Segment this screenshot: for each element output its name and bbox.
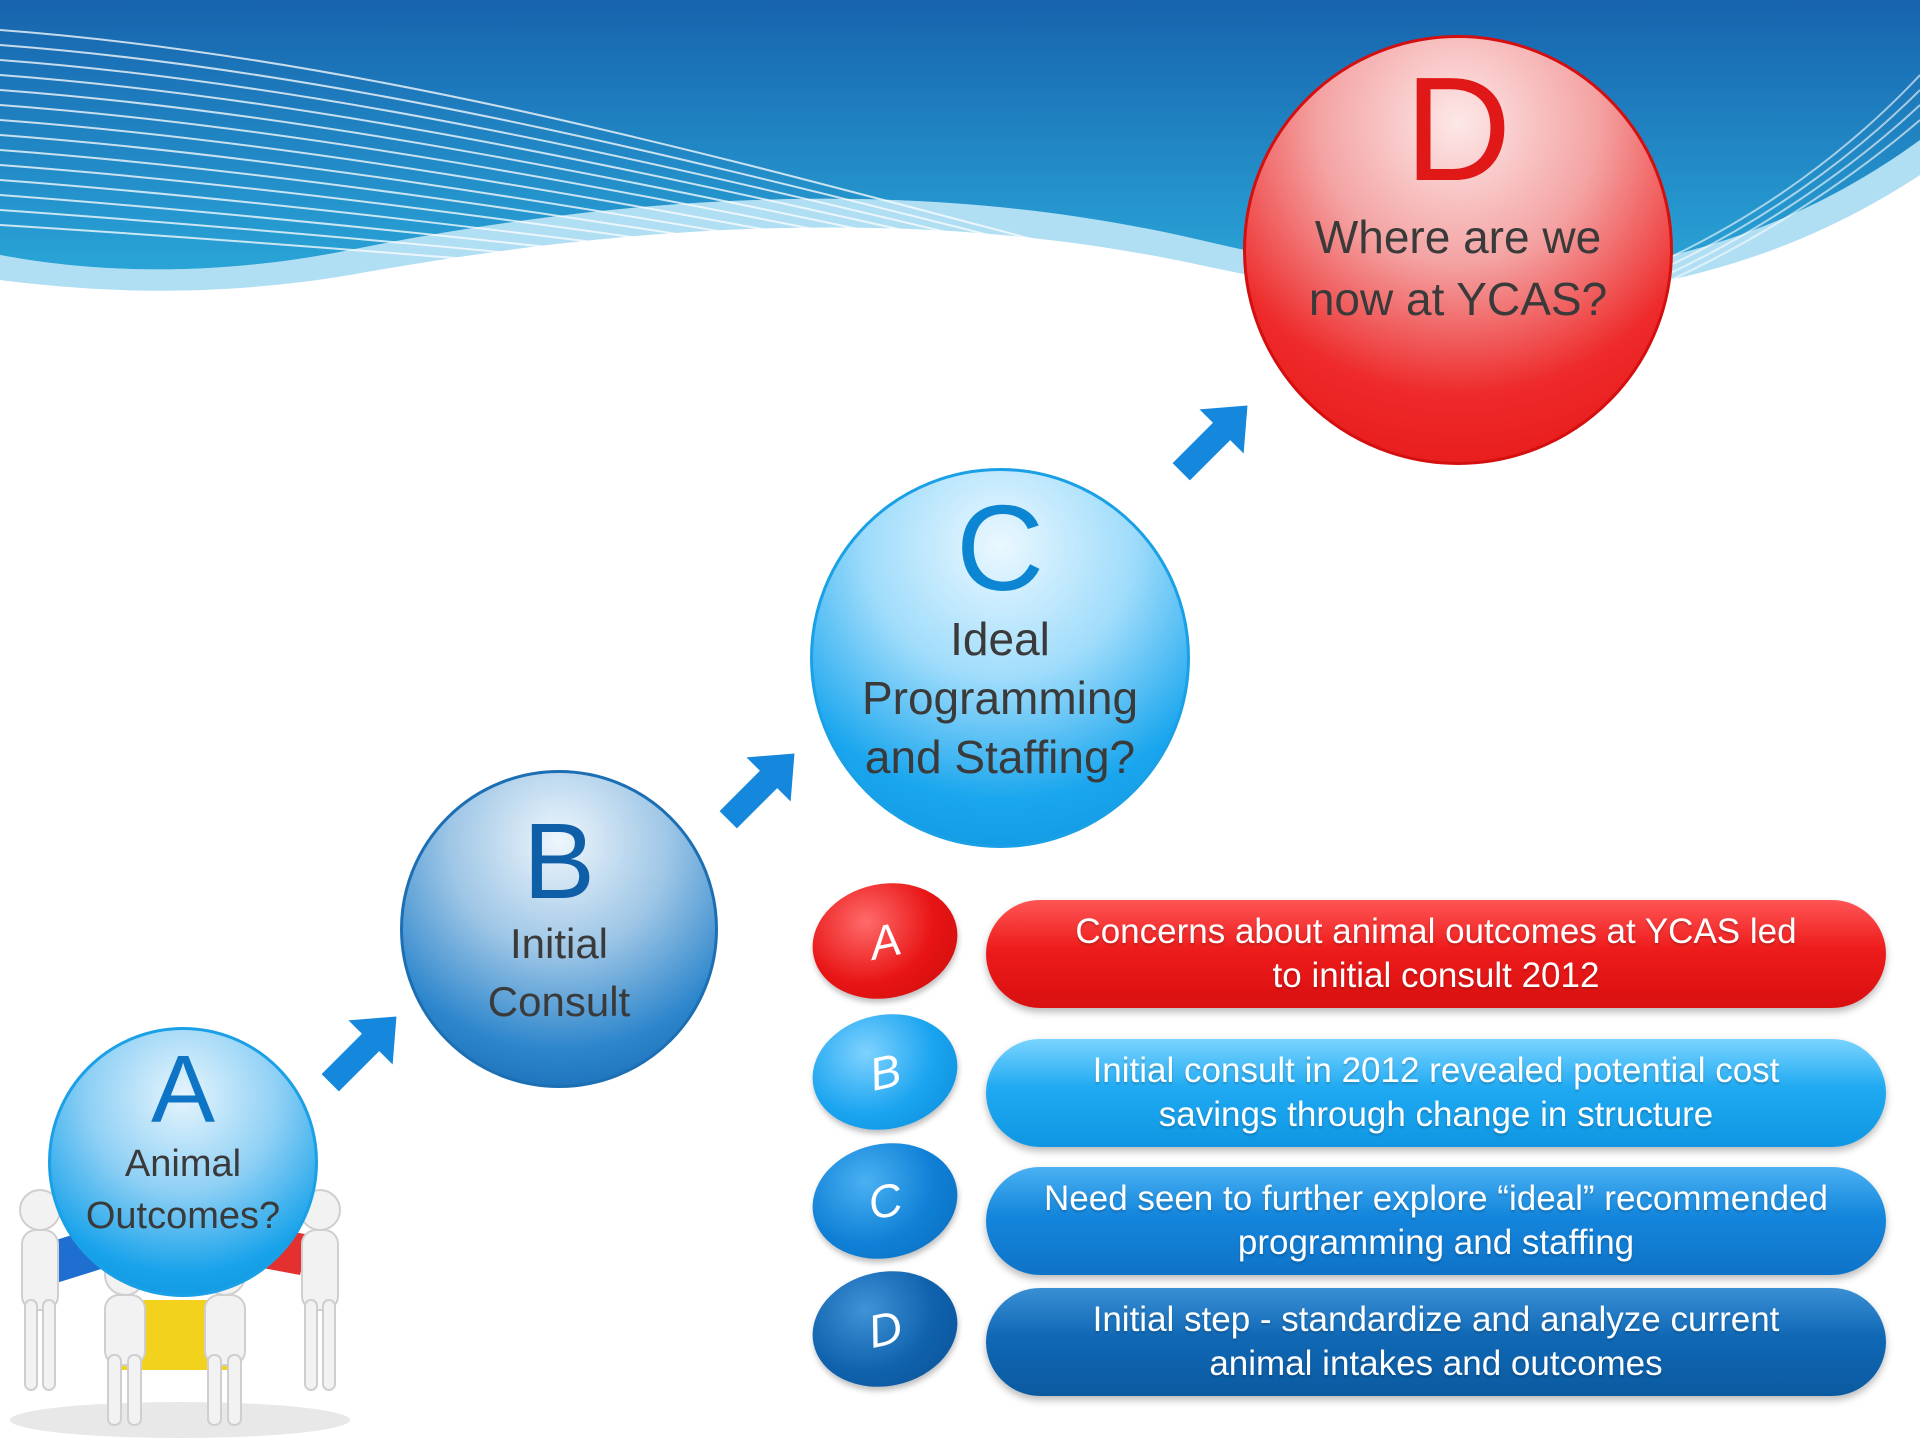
circle-a-line2: Outcomes? [85,1195,281,1237]
arrow-a-to-b-icon [321,1016,397,1092]
step-a-text-line2: to initial consult 2012 [1272,956,1600,995]
circle-b-letter: B [522,800,596,921]
step-b-badge-letter: B [864,1043,906,1101]
circle-a-line1: Animal [124,1143,242,1185]
circle-c-ideal-programming: C Ideal Programming and Staffing? [810,468,1190,848]
circle-a-animal-outcomes: A Animal Outcomes? [48,1027,318,1297]
circle-c-line1: Ideal [950,613,1050,665]
circle-b-line2: Consult [487,978,631,1025]
arrow-c-to-d-icon [1172,405,1248,481]
circle-b-line1: Initial [509,920,609,967]
step-c-bar: Need seen to further explore “ideal” rec… [986,1167,1886,1275]
step-d-bar: Initial step - standardize and analyze c… [986,1288,1886,1396]
step-b-text-line1: Initial consult in 2012 revealed potenti… [1092,1051,1780,1090]
circle-d-where-now: D Where are we now at YCAS? [1243,35,1673,465]
step-b-text-line2: savings through change in structure [1158,1095,1714,1134]
step-a-text-line1: Concerns about animal outcomes at YCAS l… [1075,912,1797,951]
arrow-b-to-c-icon [719,753,795,829]
step-a-bar: Concerns about animal outcomes at YCAS l… [986,900,1886,1008]
step-d-badge-letter: D [863,1300,907,1358]
step-a-badge-letter: A [864,912,906,970]
step-c-badge-letter: C [863,1172,907,1230]
circle-b-initial-consult: B Initial Consult [400,770,718,1088]
circle-d-line2: now at YCAS? [1308,273,1608,325]
circle-d-letter: D [1404,47,1512,212]
step-c-text-line1: Need seen to further explore “ideal” rec… [1043,1179,1829,1218]
step-b-bar: Initial consult in 2012 revealed potenti… [986,1039,1886,1147]
step-d-text-line2: animal intakes and outcomes [1209,1344,1663,1383]
step-c-text-line2: programming and staffing [1237,1223,1635,1262]
circle-c-letter: C [955,480,1045,616]
circle-c-line2: Programming [861,672,1139,724]
step-d-text-line1: Initial step - standardize and analyze c… [1092,1300,1780,1339]
circle-a-letter: A [150,1036,216,1143]
circle-d-line1: Where are we [1314,211,1602,263]
circle-c-line3: and Staffing? [864,731,1136,783]
